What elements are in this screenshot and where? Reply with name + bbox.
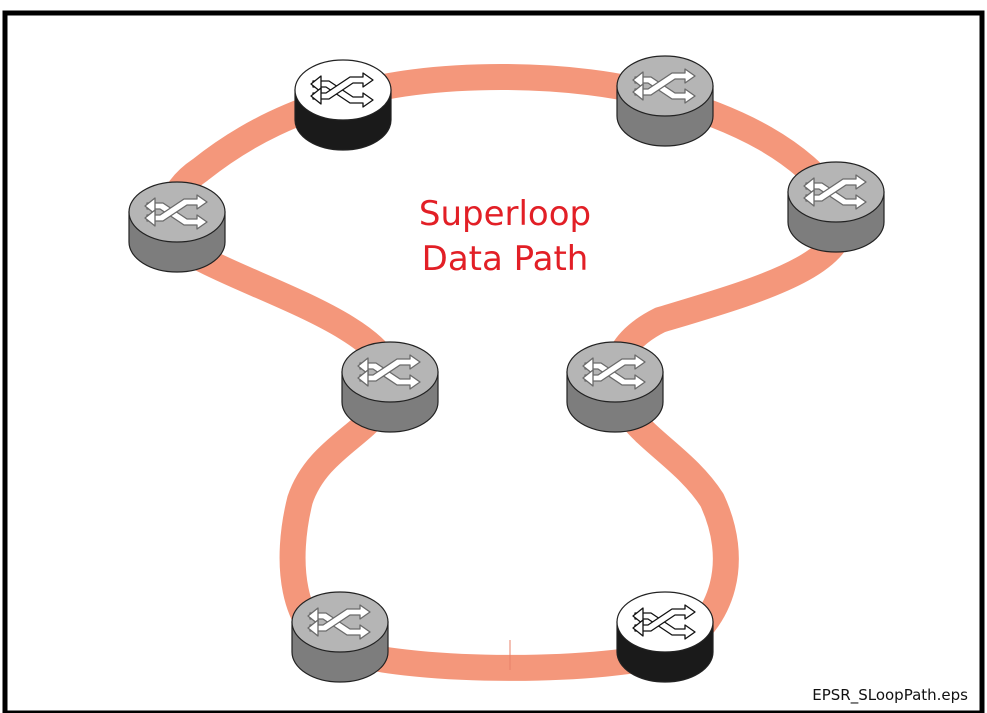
switch-arrows-icon (803, 174, 867, 210)
diagram-title-line2: Data Path (422, 239, 589, 279)
header-strip (0, 0, 987, 10)
switch-upper-left (128, 181, 226, 273)
switch-arrows-icon (632, 68, 696, 104)
switch-arrows-icon (582, 354, 646, 390)
switch-upper-right (787, 161, 885, 253)
switch-bottom-left (291, 591, 389, 683)
switch-middle-left (341, 341, 439, 433)
switch-middle-right (566, 341, 664, 433)
switch-bottom-right (616, 591, 714, 683)
switches-layer (128, 55, 885, 683)
switch-arrows-icon (310, 72, 374, 108)
diagram-frame (2, 10, 985, 713)
diagram-filename: EPSR_SLoopPath.eps (812, 686, 968, 705)
diagram-title-line1: Superloop (419, 194, 591, 234)
switch-top-left (294, 59, 392, 151)
switch-arrows-icon (144, 194, 208, 230)
switch-arrows-icon (632, 604, 696, 640)
switch-arrows-icon (307, 604, 371, 640)
switch-top-right (616, 55, 714, 147)
switch-arrows-icon (357, 354, 421, 390)
